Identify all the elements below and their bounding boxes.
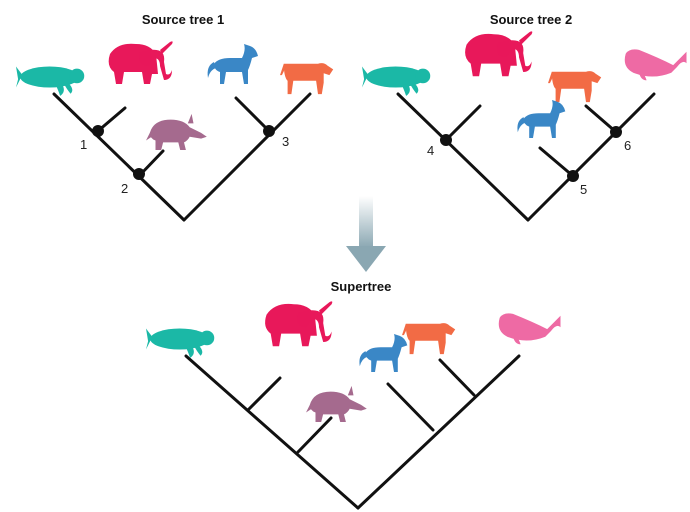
aardvark-icon: [306, 385, 367, 422]
cow-icon: [402, 323, 456, 355]
source-tree-2: 4 5 6: [362, 31, 687, 222]
node-label-6: 6: [624, 138, 631, 153]
supertree-title: Supertree: [331, 279, 392, 294]
cow-icon: [548, 71, 602, 103]
branch: [52, 92, 186, 222]
whale-icon: [624, 49, 687, 81]
branch: [526, 92, 656, 222]
node-2: [133, 168, 145, 180]
manatee-icon: [146, 328, 215, 358]
branch: [182, 92, 312, 222]
elephant-icon: [108, 41, 173, 84]
branch: [356, 354, 521, 510]
aardvark-icon: [146, 113, 207, 150]
branch: [184, 354, 360, 510]
node-label-3: 3: [282, 134, 289, 149]
node-label-4: 4: [427, 143, 434, 158]
node-4: [440, 134, 452, 146]
cow-icon: [280, 63, 334, 95]
node-label-2: 2: [121, 181, 128, 196]
horse-icon: [517, 100, 566, 138]
supertree: [146, 301, 561, 510]
source-tree-1: 1 2 3: [16, 41, 334, 222]
node-5: [567, 170, 579, 182]
node-label-1: 1: [80, 137, 87, 152]
branch: [438, 358, 476, 397]
elephant-icon: [465, 31, 533, 77]
branch: [538, 146, 575, 178]
tree2-title: Source tree 2: [490, 12, 572, 27]
branch: [296, 416, 333, 454]
branch: [234, 96, 271, 133]
branch: [584, 104, 618, 134]
horse-icon: [207, 44, 258, 84]
branch: [444, 104, 482, 142]
manatee-icon: [16, 66, 85, 96]
elephant-icon: [265, 301, 333, 347]
node-label-5: 5: [580, 182, 587, 197]
manatee-icon: [362, 66, 431, 96]
node-1: [92, 125, 104, 137]
node-3: [263, 125, 275, 137]
down-arrow-icon: [346, 196, 386, 272]
branch: [396, 92, 530, 222]
tree1-title: Source tree 1: [142, 12, 224, 27]
whale-icon: [498, 313, 561, 345]
node-6: [610, 126, 622, 138]
horse-icon: [359, 334, 408, 372]
branch: [386, 382, 435, 432]
branch: [246, 376, 282, 412]
